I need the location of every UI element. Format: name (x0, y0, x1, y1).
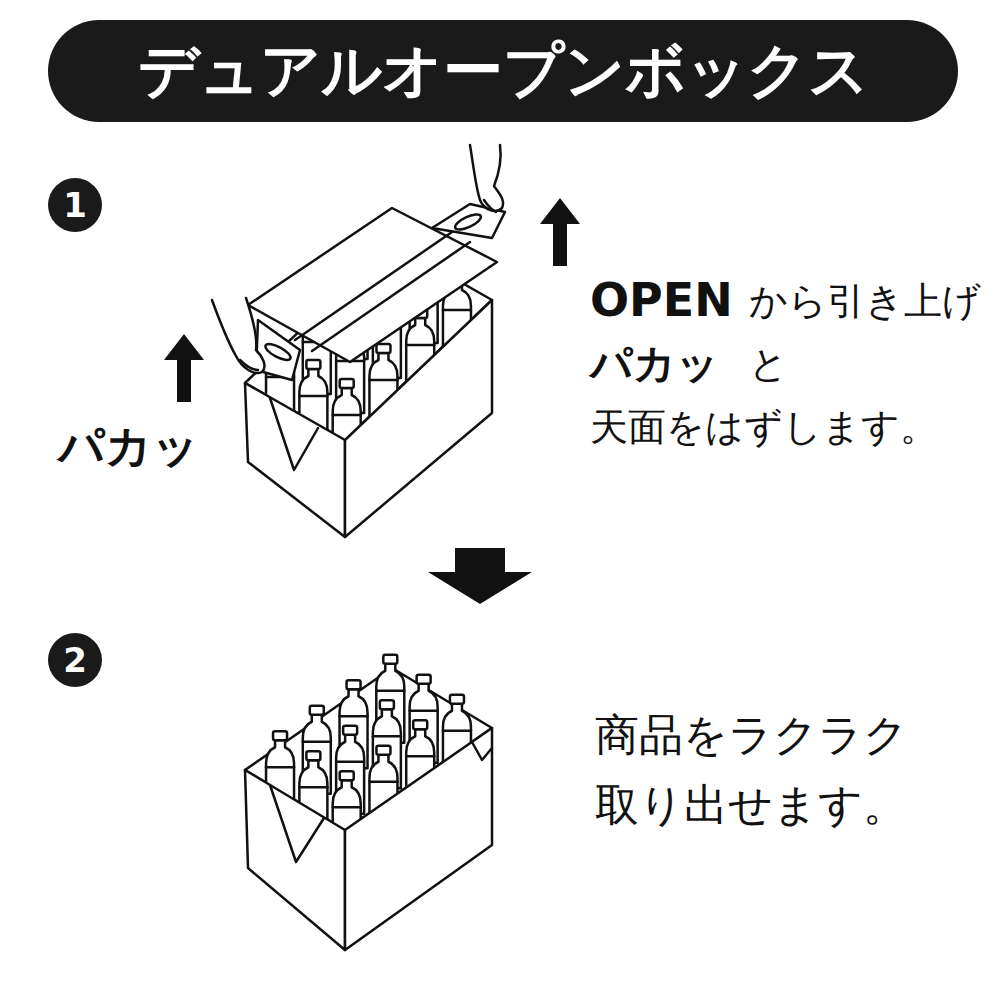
result-text: 商品をラクラク (595, 710, 908, 761)
result-text: 取り出せます。 (595, 780, 907, 831)
step-number: 1 (48, 178, 102, 232)
step-number: 2 (48, 633, 102, 687)
title-bar: デュアルオープンボックス (48, 20, 958, 122)
bottle-band (340, 715, 368, 718)
bottle-cap (306, 751, 320, 760)
bottle-cap (413, 720, 427, 729)
hand (470, 145, 503, 211)
bottle-cap (347, 680, 361, 689)
bottle-cap (383, 655, 397, 664)
lid-tape (312, 242, 470, 351)
bottle-band (333, 414, 361, 417)
instruction-text: 天面をはずします。 (590, 406, 938, 450)
bottle-band (443, 730, 471, 733)
bottle-band (406, 344, 434, 347)
bottle-band (303, 741, 331, 744)
bottle-band (373, 735, 401, 738)
step-number-text: 1 (63, 185, 87, 225)
bottle-band (333, 806, 361, 809)
tab-slot (263, 341, 292, 363)
up-arrow (540, 198, 580, 266)
bottle-cap (340, 771, 354, 780)
bottle-band (443, 309, 471, 312)
bottle-cap (417, 675, 431, 684)
bottle-band (376, 690, 404, 693)
lid-tape (295, 232, 452, 340)
instruction-text: から引き上げ (749, 280, 981, 324)
bottle-band (299, 786, 327, 789)
sound-effect: パカッ (590, 340, 719, 388)
bottle-band (299, 395, 327, 398)
bottle-cap (380, 700, 394, 709)
open-label: OPEN (590, 274, 733, 327)
bottle-band (336, 761, 364, 764)
hand (484, 200, 496, 212)
box-notch (270, 398, 318, 470)
tab-slot (453, 212, 483, 233)
step-number-text: 2 (63, 640, 87, 680)
box-front-face (245, 770, 345, 950)
box-notch (472, 742, 492, 760)
bottle-cap (376, 746, 390, 755)
bottle-band (266, 766, 294, 769)
bottle-cap (340, 379, 354, 388)
down-arrow (428, 548, 532, 604)
bottle-cap (376, 344, 390, 353)
bottle-cap (273, 731, 287, 740)
bottle-band (369, 379, 397, 382)
bottle-band (406, 755, 434, 758)
box-side-face (345, 728, 492, 950)
bottle-cap (343, 726, 357, 735)
bottle-band (410, 710, 438, 713)
hand (240, 360, 258, 370)
hand (212, 298, 264, 373)
instruction-text: と (749, 343, 788, 387)
bottle-cap (306, 360, 320, 369)
bottle-cap (450, 695, 464, 704)
box-front-face (245, 383, 345, 537)
sound-effect: パカッ (58, 420, 199, 473)
up-arrow (164, 334, 204, 402)
bottle-cap (310, 706, 324, 715)
bottle-band (369, 781, 397, 784)
box-notch (270, 785, 324, 862)
